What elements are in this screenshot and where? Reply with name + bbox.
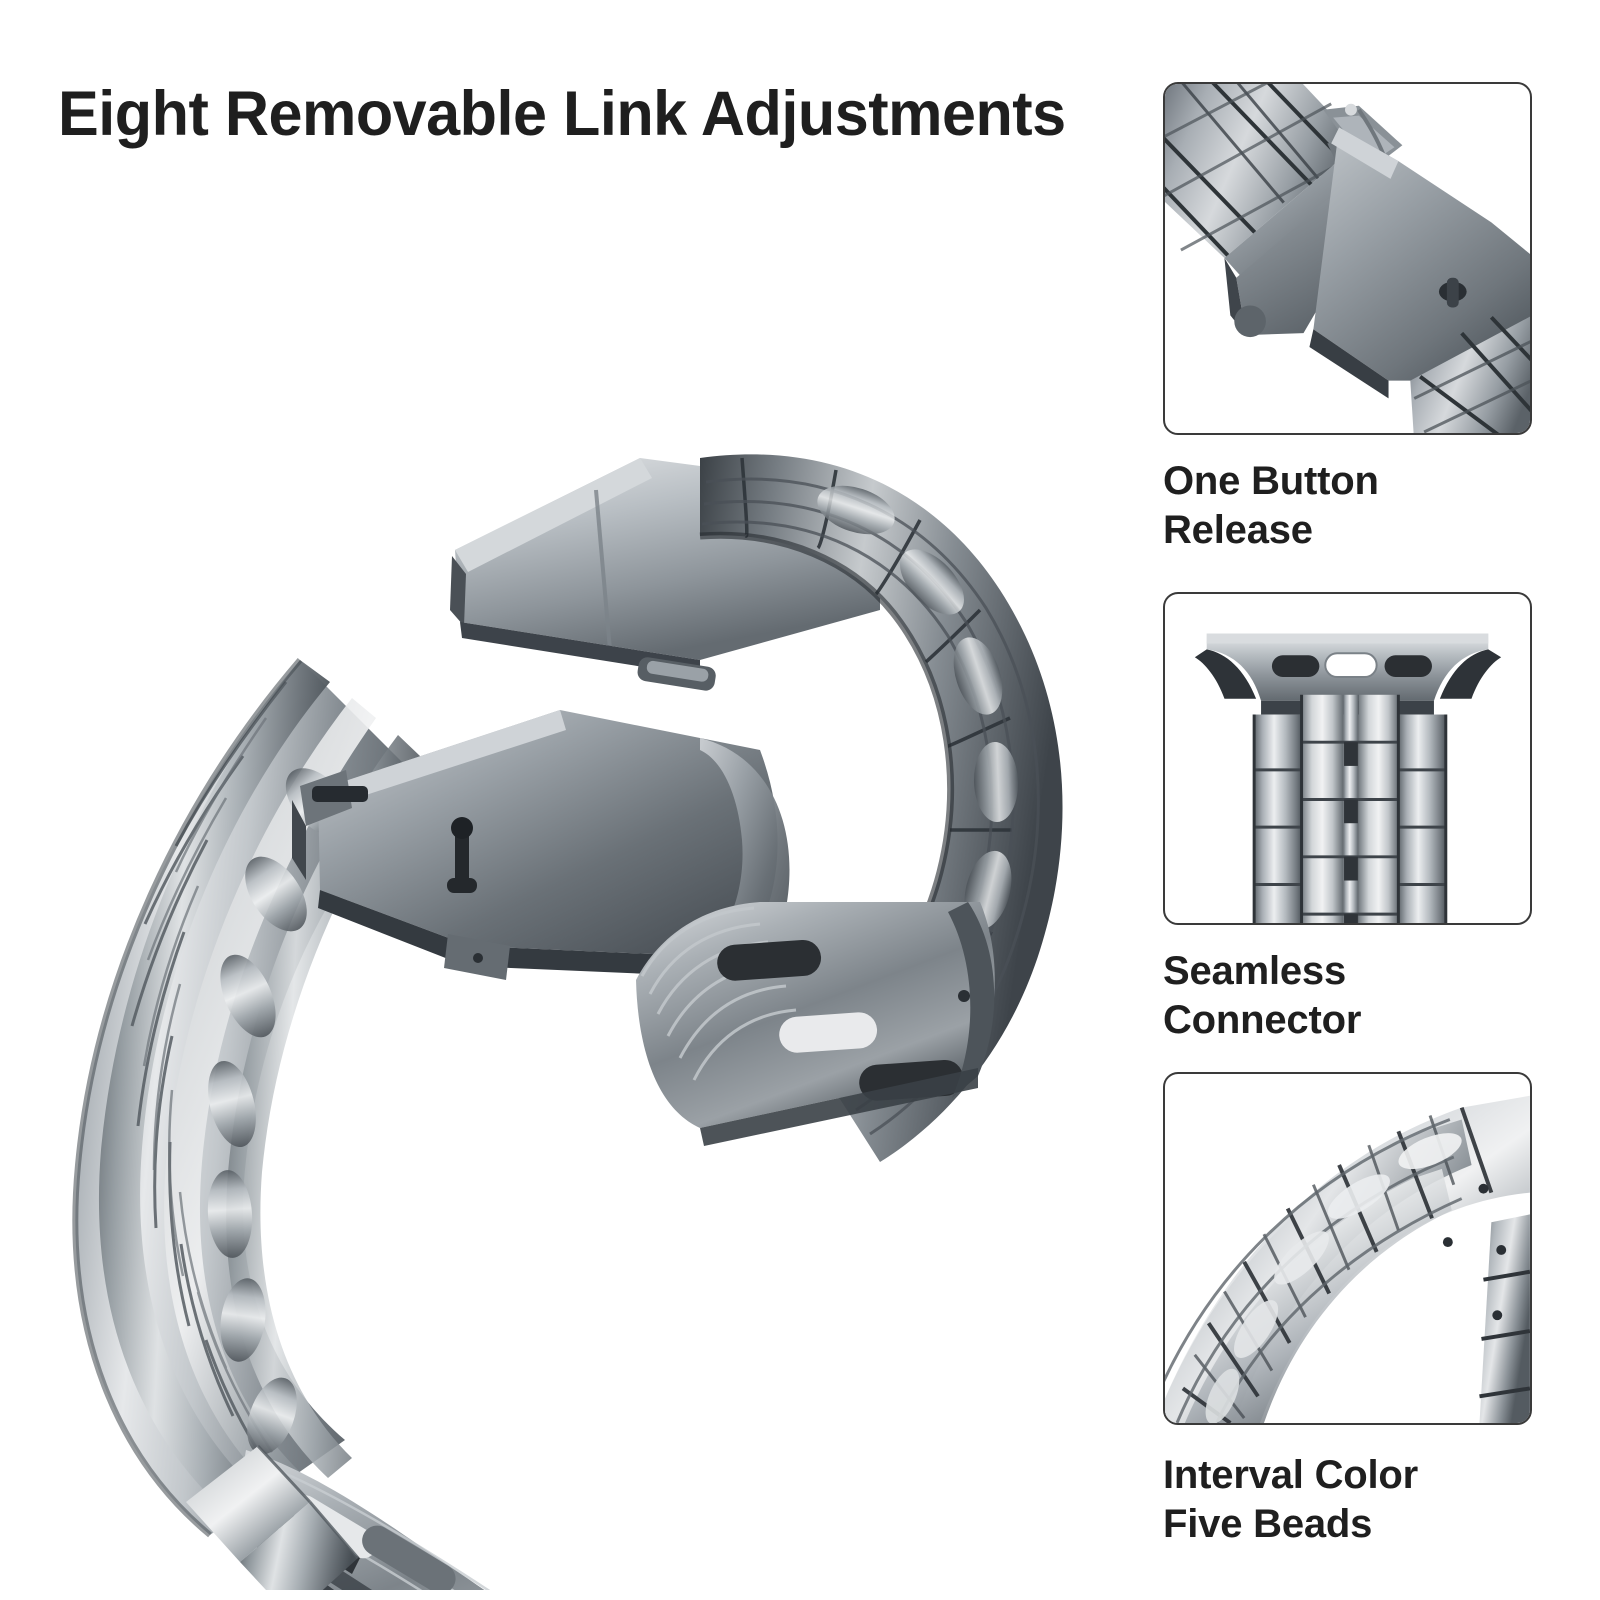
thumb1-band-links: [1165, 84, 1361, 260]
thumb1-cover-plate: [1309, 127, 1530, 399]
page-title: Eight Removable Link Adjustments: [58, 79, 1066, 149]
band-lower-end-links: [186, 1444, 360, 1590]
thumb2-lug-bar: [1194, 633, 1502, 715]
thumb2-slot-left: [1271, 655, 1320, 677]
thumb3-screws: [1442, 1183, 1489, 1248]
clasp-detail-thumbnail: [1163, 82, 1532, 435]
thumb2-slot-right: [1384, 655, 1432, 677]
clasp-right-hinge: [444, 934, 510, 980]
clasp-detail-illustration: [1165, 84, 1530, 433]
thumb2-link-columns: [1252, 694, 1448, 923]
product-hero-image: [0, 190, 1110, 1590]
thumb1-button-hole: [1438, 277, 1467, 308]
feature-seamless-connector: Seamless Connector: [1163, 592, 1532, 1045]
feature-one-button-release: One Button Release: [1163, 82, 1532, 555]
clasp-release-pin: [447, 817, 477, 893]
thumb3-bead-highlights: [1205, 1133, 1462, 1423]
watch-band-illustration: [72, 454, 1063, 1590]
clasp-left-hinge: [292, 770, 368, 880]
thumb2-center-pill: [1324, 652, 1378, 678]
feature-caption: Seamless Connector: [1163, 949, 1362, 1042]
clasp-upper-flap: [450, 458, 880, 691]
thumb1-lower-links: [1410, 315, 1530, 433]
feature-caption: Interval Color Five Beads: [1163, 1453, 1419, 1546]
lug-connector-right: [636, 902, 995, 1146]
feature-interval-color-five-beads: Interval Color Five Beads: [1163, 1072, 1532, 1549]
beads-detail-thumbnail: [1163, 1072, 1532, 1425]
feature-caption: One Button Release: [1163, 459, 1379, 552]
thumb3-far-links: [1479, 1214, 1530, 1423]
connector-detail-thumbnail: [1163, 592, 1532, 925]
connector-detail-illustration: [1194, 633, 1502, 923]
beads-detail-illustration: [1165, 1095, 1530, 1423]
